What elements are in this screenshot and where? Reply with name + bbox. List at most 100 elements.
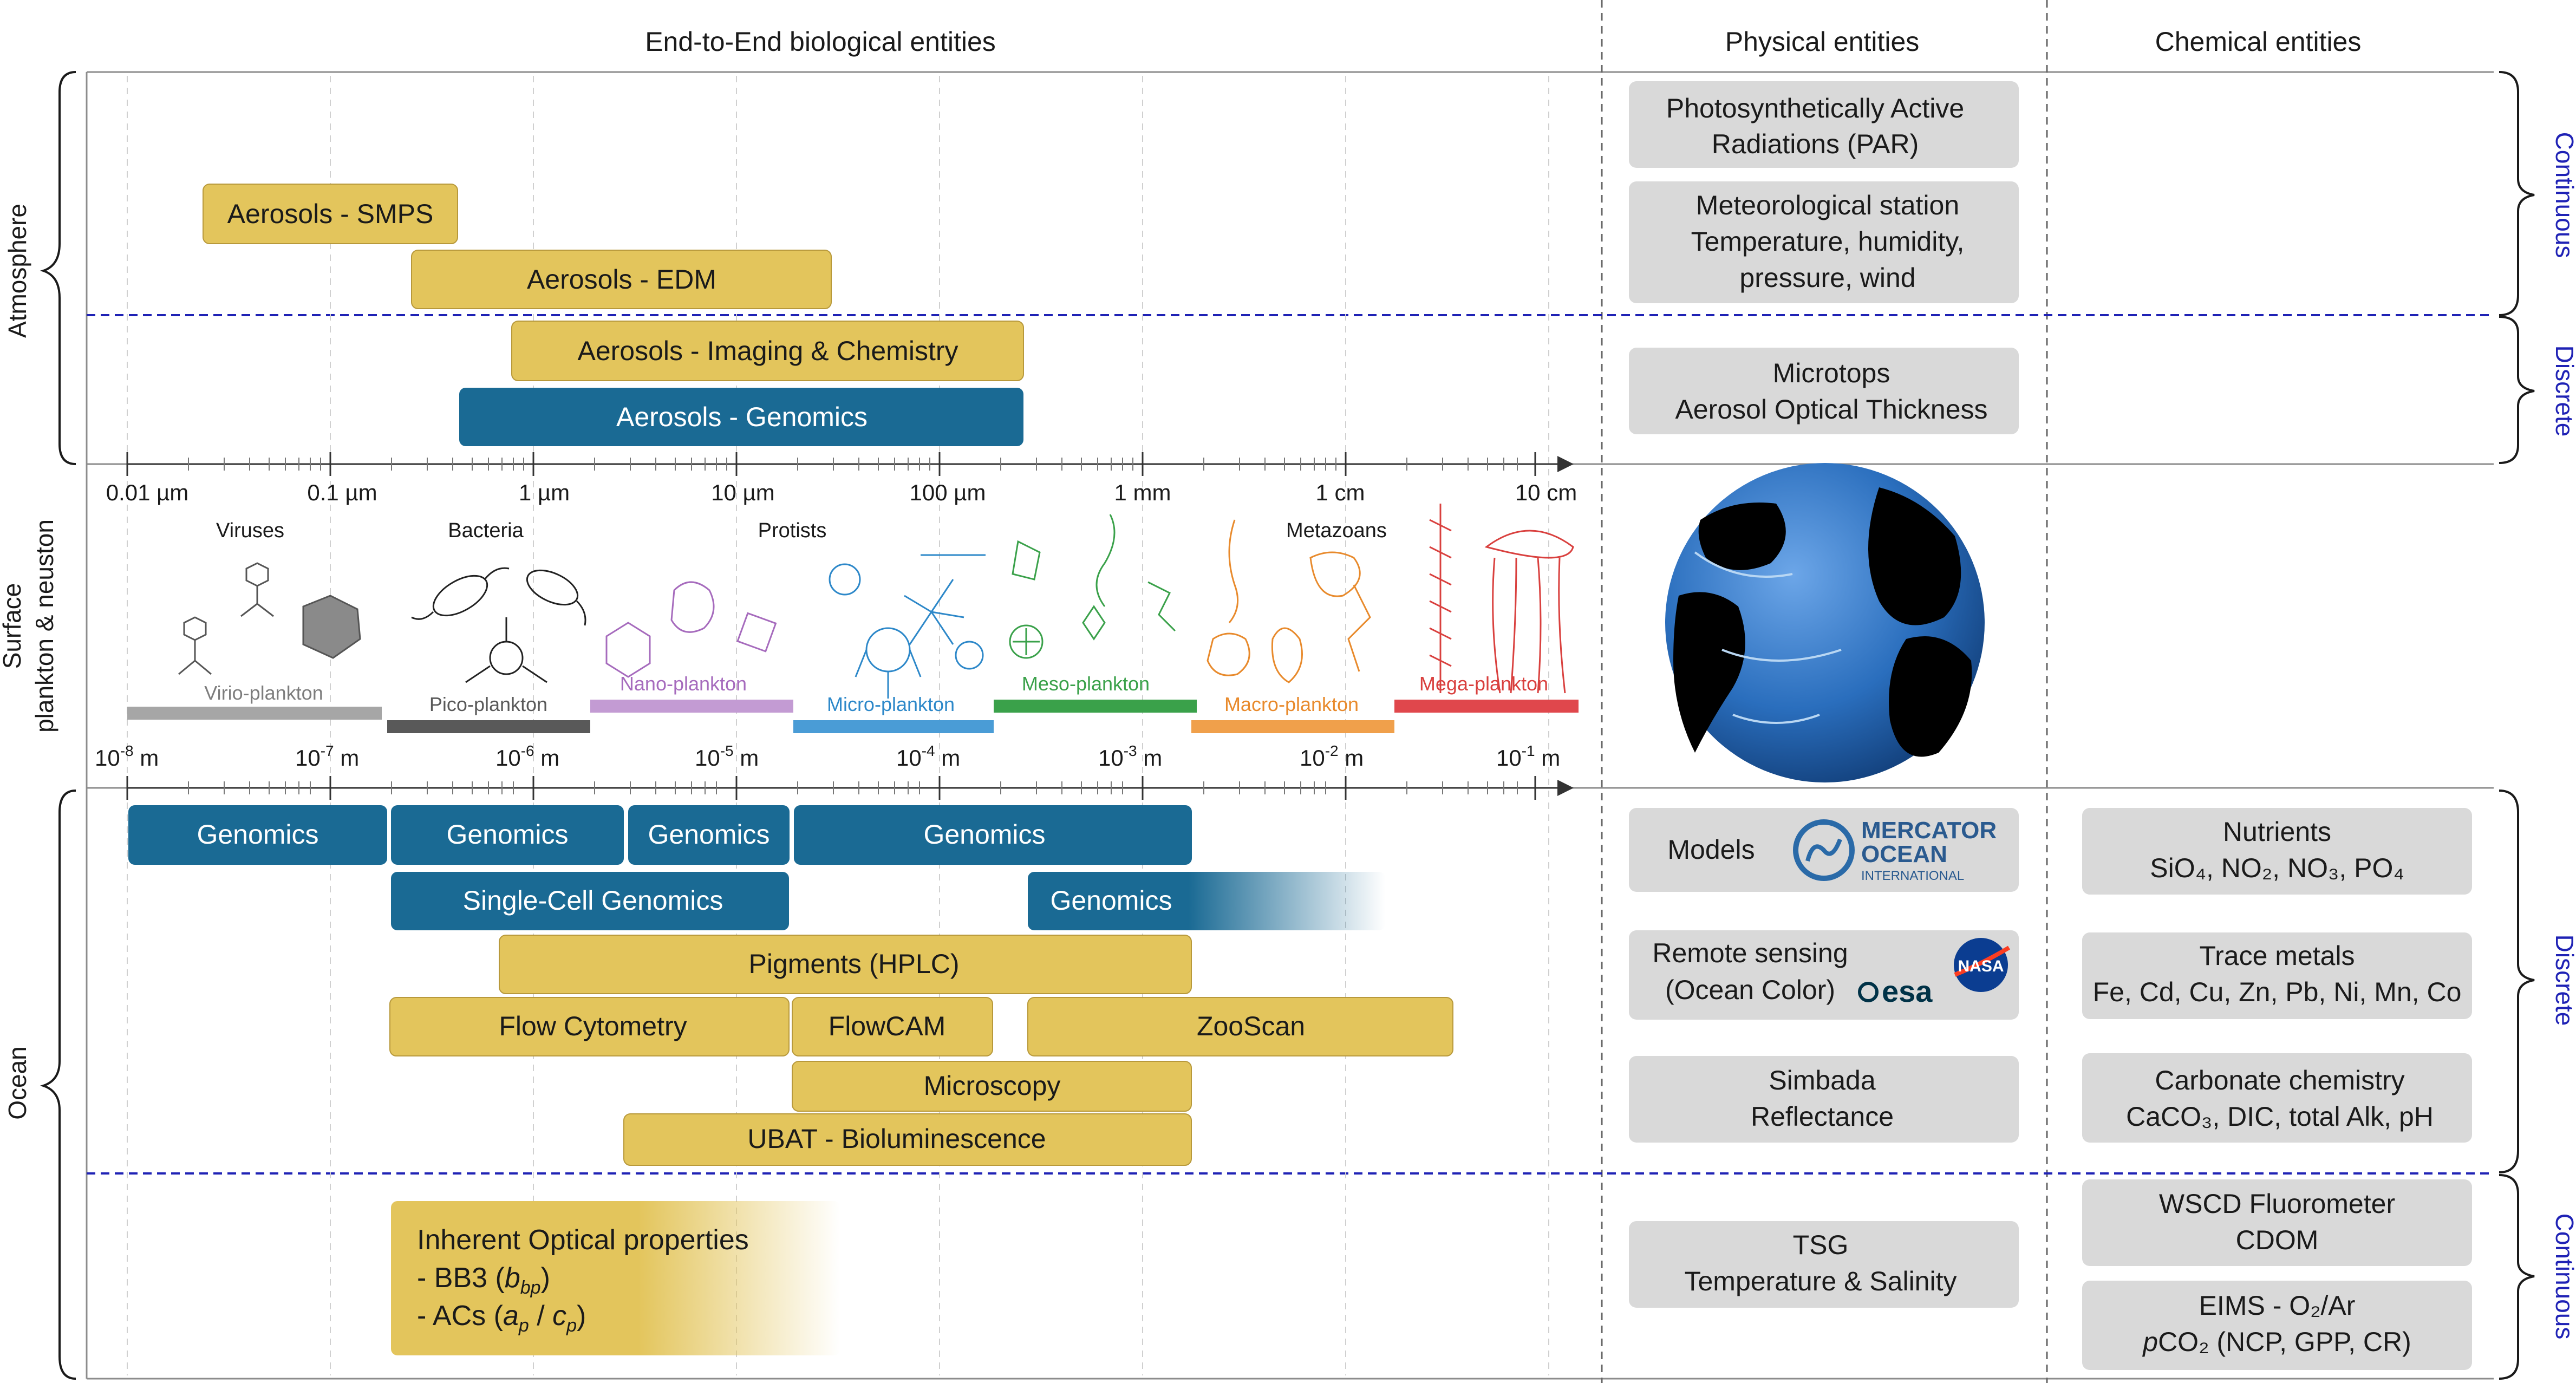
bar-virio-plankton <box>127 707 382 720</box>
iop-acs: - ACs (ap / cp) <box>417 1300 586 1336</box>
bar-flow-cytometry-label: Flow Cytometry <box>499 1011 687 1041</box>
box-eims <box>2082 1281 2472 1370</box>
label-micro-plankton: Micro-plankton <box>827 693 955 715</box>
group-viruses: Viruses <box>216 519 284 542</box>
bar-ubat-label: UBAT - Bioluminescence <box>747 1124 1046 1154</box>
nasa-logo: NASA <box>1954 938 2011 992</box>
bar-aerosols-imaging-label: Aerosols - Imaging & Chemistry <box>577 336 958 366</box>
label-ocean-continuous: Continuous <box>2551 1214 2576 1340</box>
bar-micro-plankton <box>793 720 994 733</box>
label-atmo-continuous: Continuous <box>2551 132 2576 258</box>
bar-genomics-2 <box>391 805 624 865</box>
size-axis-bottom: 10-8 m 10-7 m 10-6 m 10-5 m 10-4 m 10-3 … <box>95 742 1574 800</box>
label-surface-line2: plankton & neuston <box>30 519 58 733</box>
box-remote-line1: Remote sensing <box>1652 938 1848 968</box>
box-trace-metals <box>2082 932 2472 1019</box>
virus-icon <box>178 562 361 675</box>
plankton-class-bars: Virio-plankton Pico-plankton Nano-plankt… <box>127 673 1579 733</box>
tick-bottom-1: 10-7 m <box>295 742 359 771</box>
label-mega-plankton: Mega-plankton <box>1419 673 1548 695</box>
bar-zooscan <box>1027 997 1453 1056</box>
header-physical: Physical entities <box>1725 27 1920 57</box>
label-atmo-discrete: Discrete <box>2551 345 2576 437</box>
bar-genomics-3 <box>628 805 790 865</box>
bar-flowcam <box>792 997 993 1056</box>
physical-column: Photosynthetically Active Radiations (PA… <box>1629 81 2019 1308</box>
bar-genomics-4-label: Genomics <box>923 819 1045 850</box>
chemical-column: Nutrients SiO₄, NO₂, NO₃, PO₄ Trace meta… <box>2082 808 2472 1370</box>
tick-bottom-6: 10-2 m <box>1300 742 1364 771</box>
bar-single-cell-genomics <box>391 872 789 930</box>
bar-flowcam-label: FlowCAM <box>829 1011 946 1041</box>
esa-logo: esa <box>1858 974 1933 1008</box>
nasa-logo-text: NASA <box>1958 957 2004 975</box>
group-metazoans: Metazoans <box>1286 519 1387 542</box>
box-nutrients <box>2082 808 2472 895</box>
box-trace-line1: Trace metals <box>2199 941 2355 971</box>
bar-genomics-3-label: Genomics <box>648 819 769 850</box>
box-par-line2: Radiations (PAR) <box>1712 129 1919 159</box>
atmosphere-bio-bars: Aerosols - SMPS Aerosols - EDM Aerosols … <box>203 184 1024 446</box>
group-bacteria: Bacteria <box>448 519 524 542</box>
bar-mega-plankton <box>1394 700 1579 713</box>
label-nano-plankton: Nano-plankton <box>620 673 747 695</box>
bacteria-icon <box>411 567 586 683</box>
bar-genomics-2-label: Genomics <box>446 819 568 850</box>
box-tsg-line1: TSG <box>1793 1230 1849 1260</box>
micro-plankton-icon <box>829 554 986 699</box>
box-tsg <box>1629 1221 2019 1308</box>
box-par-line1: Photosynthetically Active <box>1666 93 1964 123</box>
box-meteo-line2: Temperature, humidity, <box>1691 226 1965 257</box>
label-ocean-discrete: Discrete <box>2551 935 2576 1026</box>
box-meteo-line1: Meteorological station <box>1696 190 1959 220</box>
box-microtops <box>1629 348 2019 434</box>
bar-pico-plankton <box>387 720 590 733</box>
bar-aerosols-edm-label: Aerosols - EDM <box>527 264 716 295</box>
box-simbada-line2: Reflectance <box>1751 1101 1894 1132</box>
box-eims-line2: pCO₂ (NCP, GPP, CR) <box>2142 1327 2411 1357</box>
brace-atmosphere <box>40 71 76 465</box>
box-wscd <box>2082 1179 2472 1266</box>
box-microtops-line2: Aerosol Optical Thickness <box>1675 394 1987 425</box>
bar-microscopy <box>792 1061 1192 1112</box>
esa-logo-text: esa <box>1882 974 1933 1008</box>
bar-ubat <box>623 1113 1192 1166</box>
tick-bottom-4: 10-4 m <box>896 742 960 771</box>
bar-nano-plankton <box>590 700 793 713</box>
tick-top-6: 1 cm <box>1315 480 1365 505</box>
bar-microscopy-label: Microscopy <box>924 1071 1061 1101</box>
meso-plankton-icon <box>1009 514 1176 659</box>
mega-plankton-icon <box>1429 504 1574 694</box>
bar-aerosols-smps <box>203 184 458 244</box>
header-biological: End-to-End biological entities <box>645 27 996 57</box>
box-carbonate-line1: Carbonate chemistry <box>2155 1065 2404 1095</box>
box-nutrients-title: Nutrients <box>2223 817 2331 847</box>
tick-top-1: 0.1 µm <box>307 480 377 505</box>
tick-bottom-5: 10-3 m <box>1098 742 1162 771</box>
nano-plankton-icon <box>605 581 777 678</box>
bar-aerosols-edm <box>411 250 832 309</box>
bar-macro-plankton <box>1191 720 1394 733</box>
label-ocean: Ocean <box>3 1046 31 1120</box>
tick-top-4: 100 µm <box>910 480 986 505</box>
box-nutrients-formula: SiO₄, NO₂, NO₃, PO₄ <box>2150 853 2404 883</box>
box-meteo <box>1629 181 2019 303</box>
label-virio-plankton: Virio-plankton <box>204 682 323 704</box>
bar-aerosols-imaging <box>511 321 1024 381</box>
tick-top-3: 10 µm <box>711 480 775 505</box>
tick-top-2: 1 µm <box>519 480 570 505</box>
label-macro-plankton: Macro-plankton <box>1224 693 1359 715</box>
bar-single-cell-genomics-label: Single-Cell Genomics <box>463 885 723 916</box>
box-wscd-line1: WSCD Fluorometer <box>2159 1189 2395 1219</box>
organism-illustrations <box>178 504 1574 699</box>
iop-bb3: - BB3 (bbp) <box>417 1262 550 1298</box>
bar-aerosols-genomics-label: Aerosols - Genomics <box>616 402 868 432</box>
mercator-line3: INTERNATIONAL <box>1861 869 1964 883</box>
bar-genomics-fade <box>1028 872 1385 930</box>
tick-top-7: 10 cm <box>1515 480 1577 505</box>
bar-flow-cytometry <box>389 997 790 1056</box>
brace-ocean <box>40 790 76 1380</box>
label-meso-plankton: Meso-plankton <box>1022 673 1150 695</box>
tick-bottom-3: 10-5 m <box>695 742 759 771</box>
bar-zooscan-label: ZooScan <box>1197 1011 1305 1041</box>
